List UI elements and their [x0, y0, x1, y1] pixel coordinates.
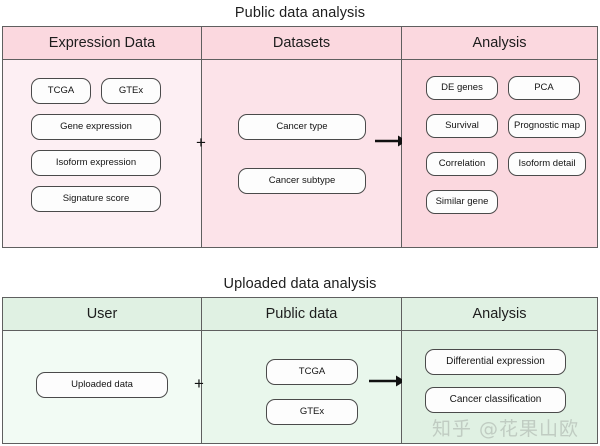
chip-cancer-subtype[interactable]: Cancer subtype: [238, 168, 366, 194]
chip-cancer-classification[interactable]: Cancer classification: [425, 387, 566, 413]
header-datasets: Datasets: [202, 27, 402, 59]
chip-uploaded-data[interactable]: Uploaded data: [36, 372, 168, 398]
chip-tcga-public[interactable]: TCGA: [31, 78, 91, 104]
column-expression-data: TCGA GTEx Gene expression Isoform expres…: [3, 60, 202, 247]
chip-pca[interactable]: PCA: [508, 76, 580, 100]
column-datasets: + Cancer type Cancer subtype: [196, 60, 407, 247]
chip-differential-expression[interactable]: Differential expression: [425, 349, 566, 375]
chip-gtex-public[interactable]: GTEx: [101, 78, 161, 104]
public-section-title: Public data analysis: [234, 5, 366, 21]
uploaded-panel-header-row: User Public data Analysis: [3, 298, 597, 331]
public-panel-body-row: TCGA GTEx Gene expression Isoform expres…: [3, 60, 597, 247]
chip-correlation[interactable]: Correlation: [426, 152, 498, 176]
chip-survival[interactable]: Survival: [426, 114, 498, 138]
chip-gtex-uploaded[interactable]: GTEx: [266, 399, 358, 425]
header-analysis-public: Analysis: [402, 27, 597, 59]
public-data-panel: Expression Data Datasets Analysis TCGA G…: [2, 26, 598, 248]
chip-prognostic-map[interactable]: Prognostic map: [508, 114, 586, 138]
column-analysis-public: DE genes PCA Survival Prognostic map Cor…: [402, 60, 597, 247]
chip-similar-gene[interactable]: Similar gene: [426, 190, 498, 214]
chip-de-genes[interactable]: DE genes: [426, 76, 498, 100]
chip-gene-expression[interactable]: Gene expression: [31, 114, 161, 140]
plus-connector-uploaded: +: [194, 374, 204, 393]
uploaded-section-title: Uploaded data analysis: [223, 276, 377, 292]
chip-signature-score[interactable]: Signature score: [31, 186, 161, 212]
column-analysis-uploaded: Differential expression Cancer classific…: [402, 331, 597, 443]
uploaded-panel-body-row: Uploaded data + TCGA GTEx Differential e…: [3, 331, 597, 443]
plus-connector-public: +: [196, 133, 206, 152]
chip-isoform-detail[interactable]: Isoform detail: [508, 152, 586, 176]
uploaded-data-panel: User Public data Analysis Uploaded data …: [2, 297, 598, 444]
chip-isoform-expression[interactable]: Isoform expression: [31, 150, 161, 176]
header-public-data: Public data: [202, 298, 402, 330]
header-analysis-uploaded: Analysis: [402, 298, 597, 330]
column-public-data: + TCGA GTEx: [194, 331, 405, 443]
header-user: User: [3, 298, 202, 330]
public-panel-header-row: Expression Data Datasets Analysis: [3, 27, 597, 60]
header-expression-data: Expression Data: [3, 27, 202, 59]
column-user: Uploaded data: [3, 331, 202, 443]
chip-cancer-type[interactable]: Cancer type: [238, 114, 366, 140]
arrow-right-icon-uploaded: [369, 375, 405, 387]
chip-tcga-uploaded[interactable]: TCGA: [266, 359, 358, 385]
